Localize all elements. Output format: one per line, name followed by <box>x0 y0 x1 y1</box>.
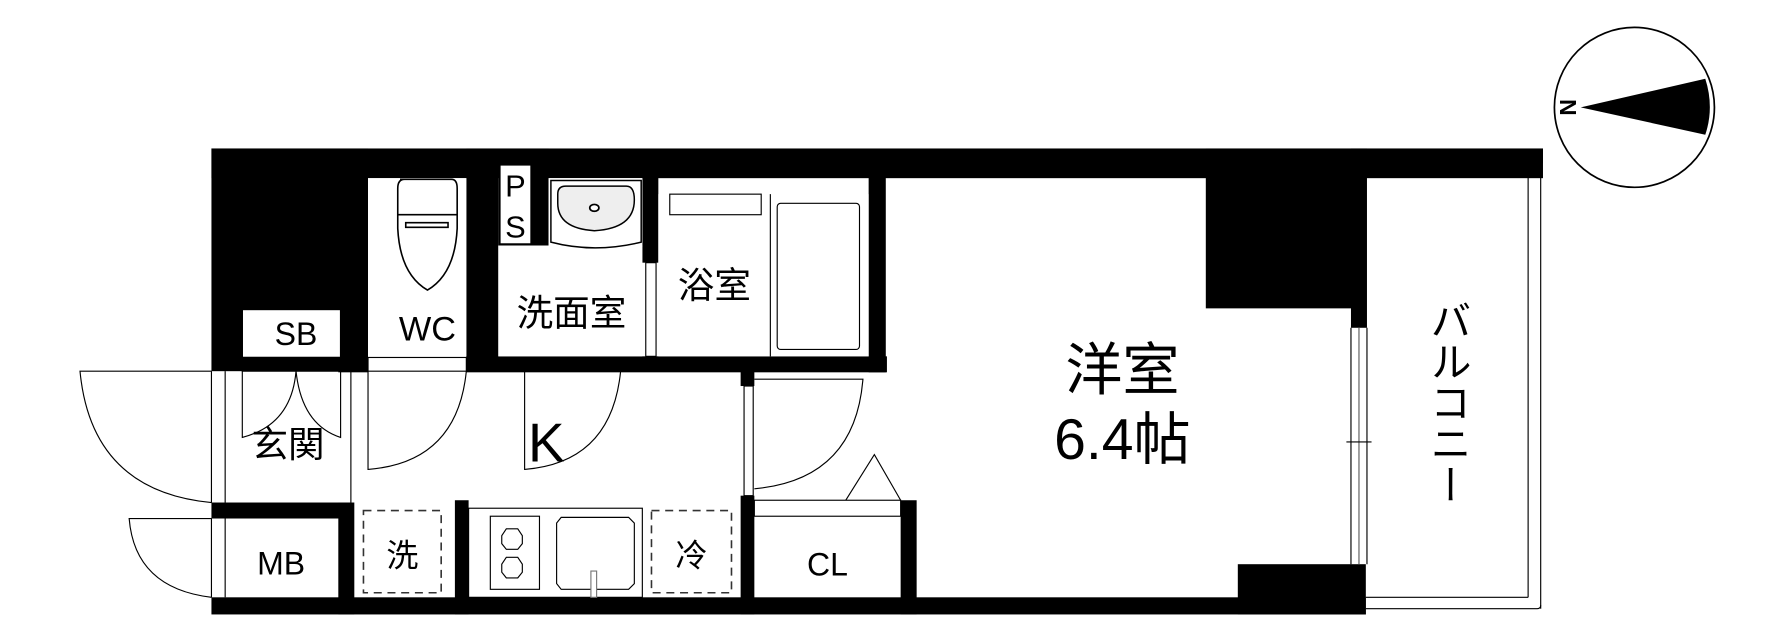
balcony-label: バルコニー <box>1423 299 1471 505</box>
kitchen-sink-icon <box>556 516 635 590</box>
western-room-size: 6.4帖 <box>1054 408 1191 472</box>
washroom-label: 洗面室 <box>517 292 627 335</box>
refrigerator-label: 冷 <box>675 536 707 574</box>
western-room-label: 洋室 <box>1065 337 1179 403</box>
balcony: バルコニー <box>1346 148 1543 610</box>
bathroom-label: 浴室 <box>678 264 751 307</box>
compass: N <box>1553 26 1716 189</box>
compass-north-label: N <box>1555 99 1581 115</box>
western-room: 洋室 6.4帖 <box>1054 337 1191 472</box>
closet-label: CL <box>807 547 848 583</box>
entrance: 玄関 <box>79 356 352 504</box>
kitchen-label: K <box>528 411 565 473</box>
meter-box: MB <box>128 517 305 598</box>
walls <box>211 148 1543 615</box>
toilet-room: WC <box>368 178 467 357</box>
washroom: 洗面室 <box>498 178 699 357</box>
closet: CL <box>753 453 902 583</box>
entrance-label: 玄関 <box>251 423 324 466</box>
bathtub-icon <box>776 202 861 351</box>
bathroom: 浴室 <box>658 193 869 357</box>
pipe-space-label-s: S <box>505 210 526 245</box>
shoe-box: SB <box>241 308 342 359</box>
shoe-box-label: SB <box>275 316 318 352</box>
meter-box-label: MB <box>257 545 305 581</box>
pipe-space: P S <box>500 165 531 245</box>
toilet-icon <box>396 178 458 292</box>
meter-box-door-swing <box>128 517 212 598</box>
washing-machine-label: 洗 <box>386 536 418 574</box>
toilet-label: WC <box>399 310 456 348</box>
pipe-space-label-p: P <box>505 168 526 203</box>
north-arrow-icon <box>1580 78 1710 135</box>
stove-icon <box>489 515 541 590</box>
front-door-swing <box>79 370 212 504</box>
kitchen: K 洗 冷 <box>362 356 864 598</box>
